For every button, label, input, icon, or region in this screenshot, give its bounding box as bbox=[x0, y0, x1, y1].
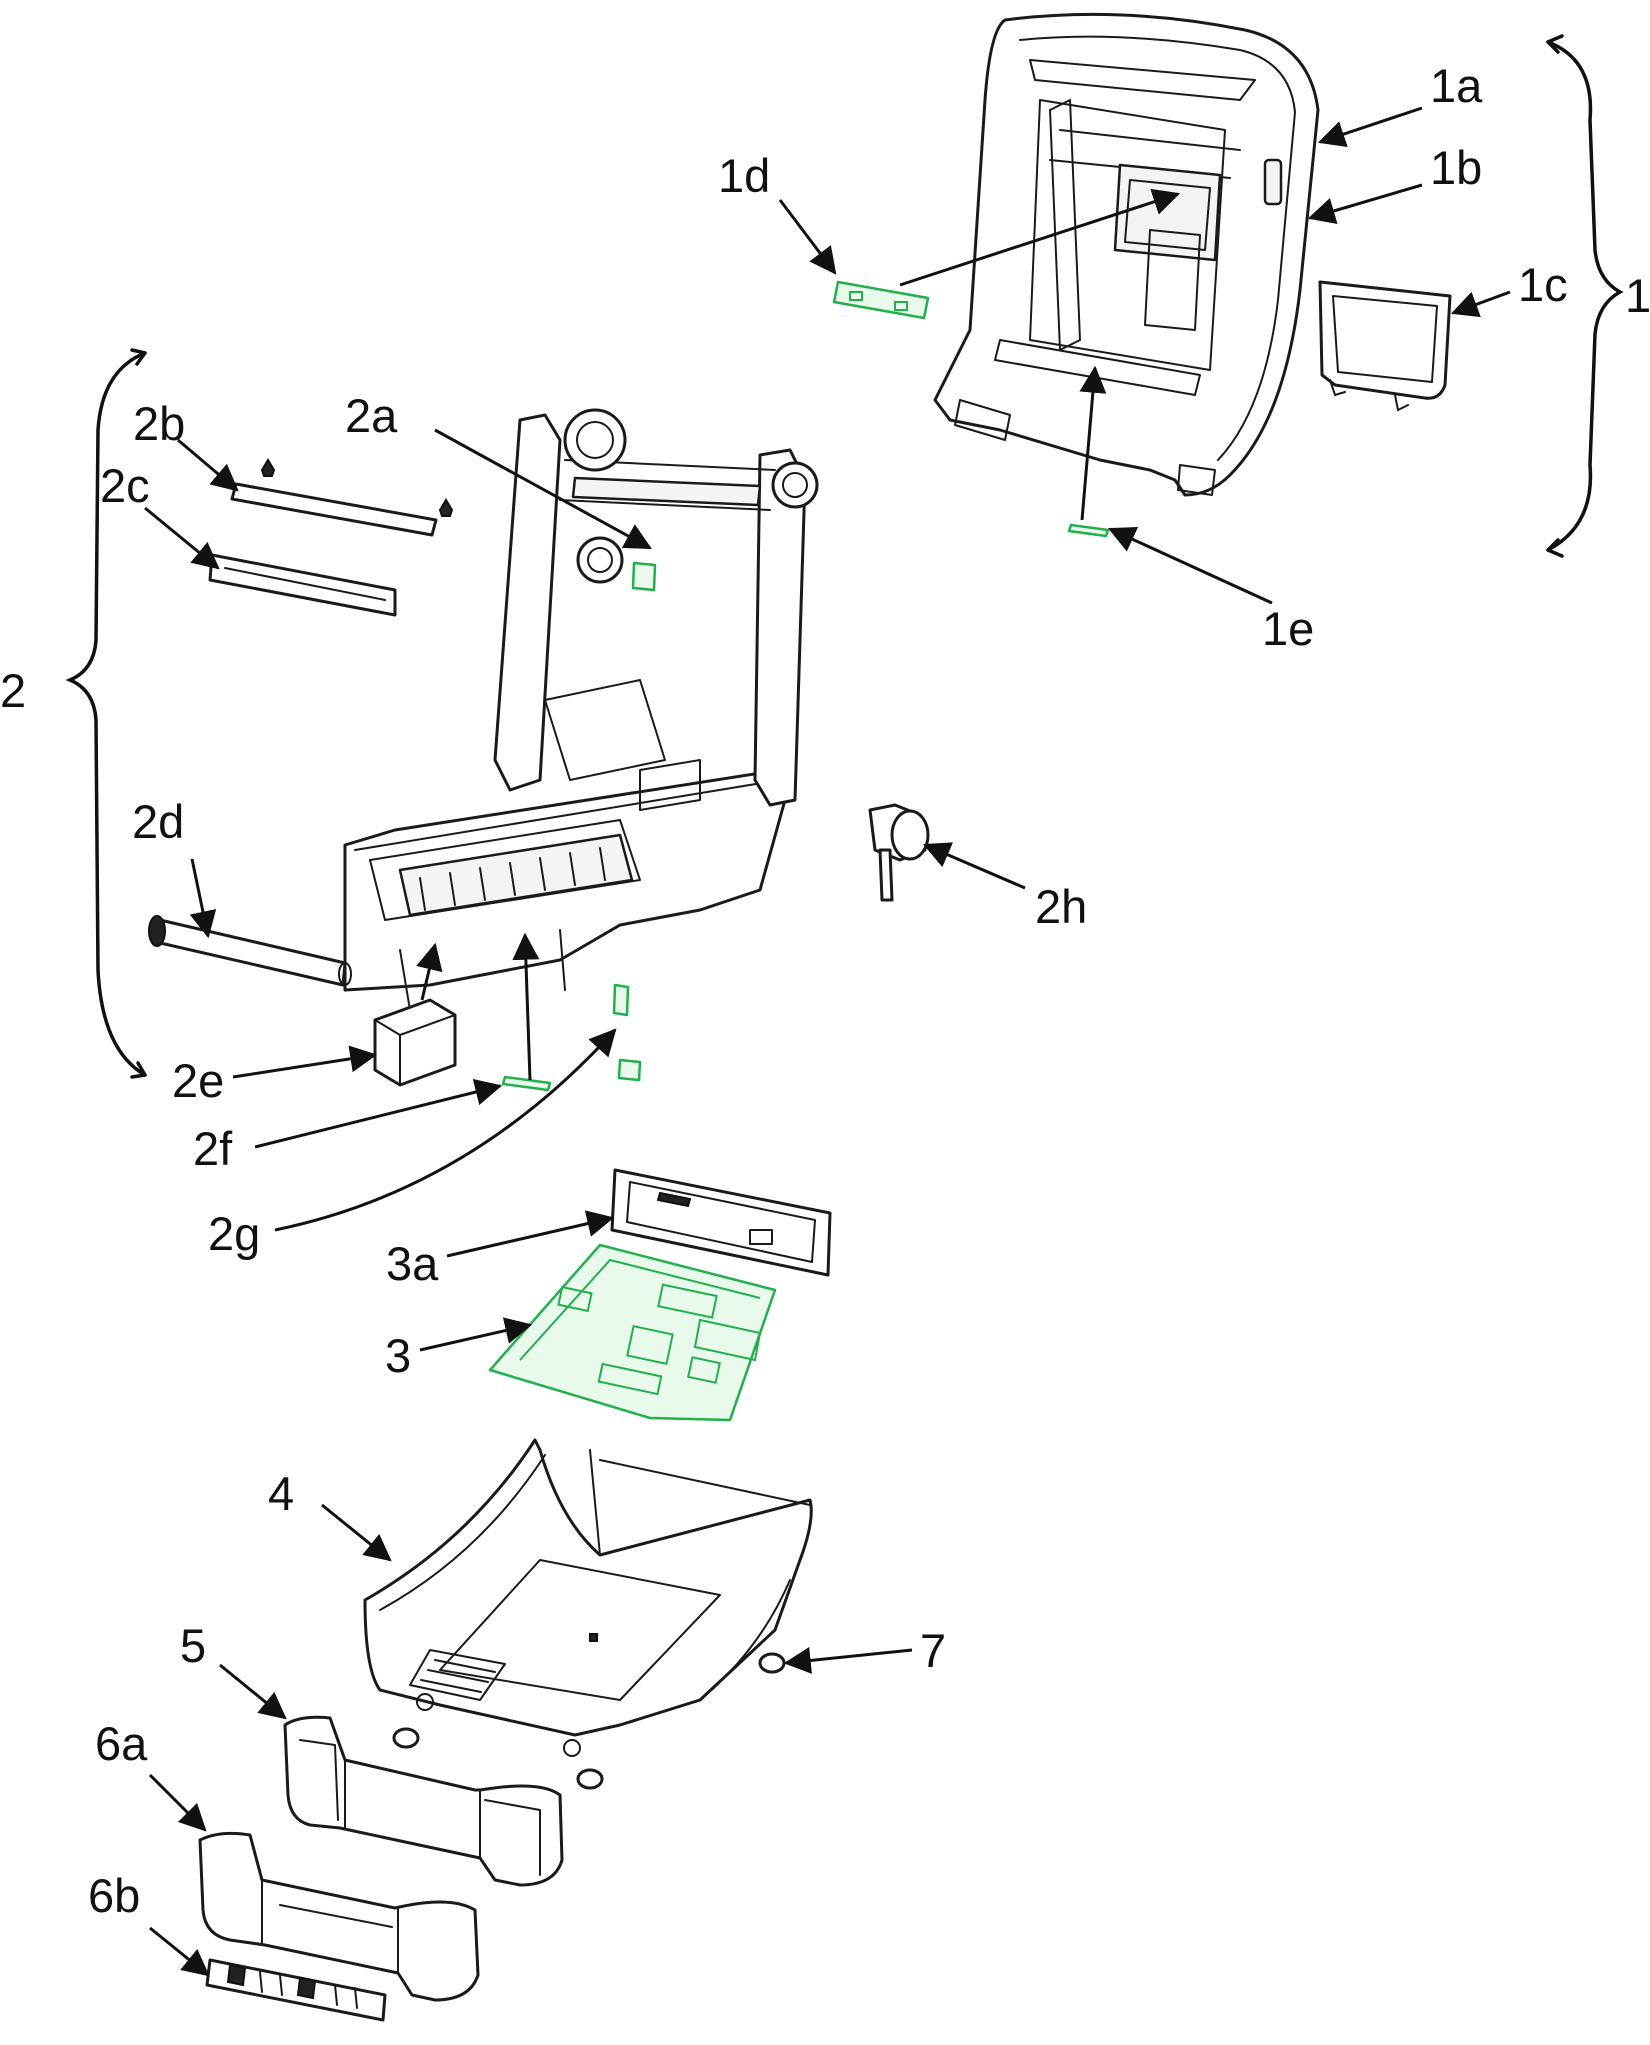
label-5: 5 bbox=[180, 1619, 206, 1672]
label-4: 4 bbox=[268, 1467, 294, 1520]
sensor-board-1d bbox=[832, 280, 930, 320]
label-1d: 1d bbox=[718, 149, 770, 202]
label-7: 7 bbox=[920, 1624, 946, 1677]
sensor-2g bbox=[612, 983, 630, 1017]
leader-lines bbox=[144, 106, 1511, 1977]
printhead-2b bbox=[230, 458, 454, 537]
printhead-bracket-2c bbox=[208, 553, 397, 617]
knob-2h bbox=[868, 803, 930, 902]
label-2g: 2g bbox=[208, 1207, 260, 1260]
label-2d: 2d bbox=[132, 795, 184, 848]
callout-labels: 1 1a 1b 1c 1d 1e 2 2a 2b 2c 2d 2e 2f 2g … bbox=[0, 59, 1650, 1922]
label-3a: 3a bbox=[386, 1237, 439, 1290]
feet-base bbox=[392, 1727, 604, 1790]
label-3: 3 bbox=[385, 1329, 411, 1382]
label-2c: 2c bbox=[100, 459, 150, 512]
stepper-motor-2e bbox=[373, 998, 457, 1087]
dispenser-6a bbox=[198, 1831, 480, 2002]
label-2a: 2a bbox=[345, 389, 398, 442]
label-1b: 1b bbox=[1430, 141, 1482, 194]
label-1e: 1e bbox=[1262, 602, 1314, 655]
label-2: 2 bbox=[0, 664, 26, 717]
group-1-brace bbox=[1546, 34, 1624, 558]
sensor-part-1e bbox=[1067, 523, 1110, 538]
top-cover-assembly bbox=[933, 12, 1320, 497]
label-1c: 1c bbox=[1518, 258, 1568, 311]
group-2-brace bbox=[65, 348, 147, 1079]
foot-7 bbox=[758, 1652, 786, 1674]
rear-panel-3a bbox=[610, 1168, 832, 1277]
label-6a: 6a bbox=[95, 1717, 148, 1770]
platen-roller-2d bbox=[148, 915, 352, 987]
print-mechanism bbox=[343, 408, 819, 1082]
label-2e: 2e bbox=[172, 1054, 224, 1107]
window-frame-1c bbox=[1318, 280, 1452, 411]
label-2h: 2h bbox=[1035, 880, 1087, 933]
label-2b: 2b bbox=[133, 397, 185, 450]
label-1: 1 bbox=[1625, 269, 1650, 322]
sensor-2f bbox=[501, 1075, 552, 1092]
main-board-3 bbox=[488, 1243, 777, 1422]
label-6b: 6b bbox=[88, 1869, 140, 1922]
base-housing-4 bbox=[363, 1438, 813, 1757]
front-bezel-5 bbox=[283, 1715, 564, 1887]
label-2f: 2f bbox=[193, 1122, 233, 1175]
dispenser-plate-6b bbox=[205, 1958, 387, 2022]
label-1a: 1a bbox=[1430, 59, 1483, 112]
